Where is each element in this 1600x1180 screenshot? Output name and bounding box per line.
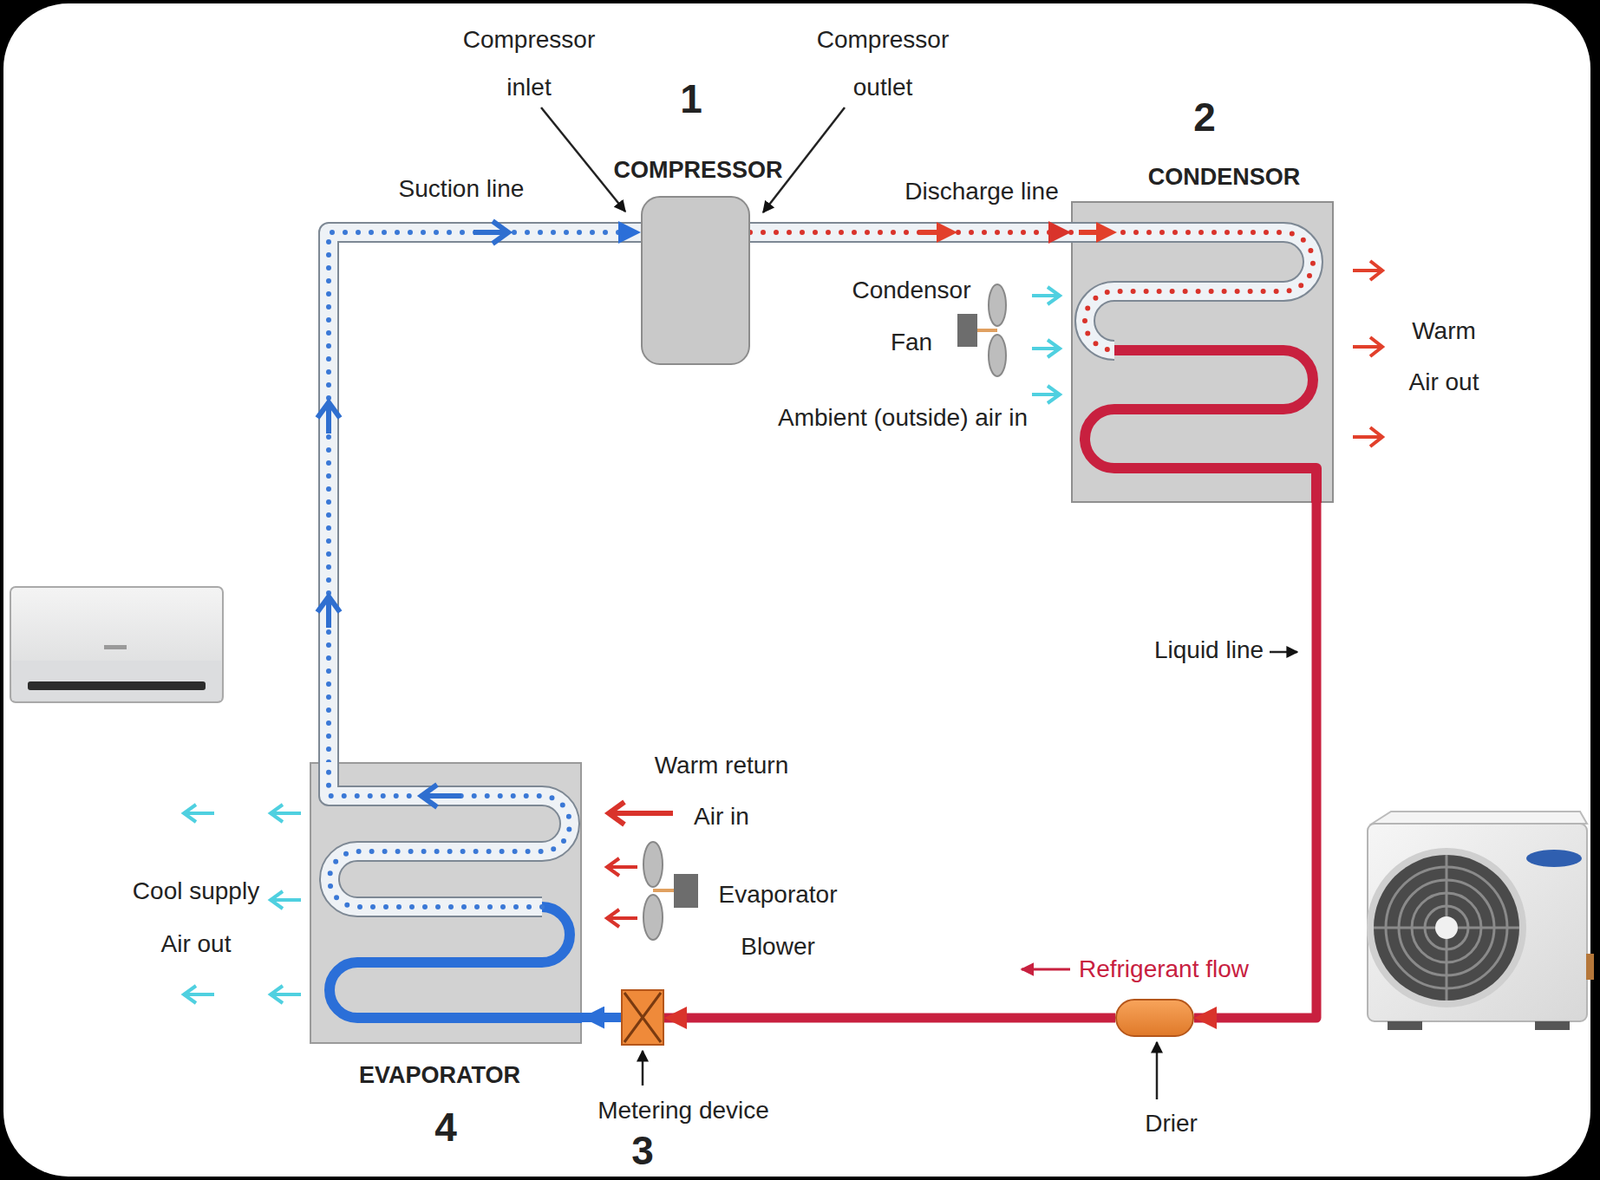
warm-air-arrows: [1352, 261, 1383, 447]
evaporator-blower-symbol: [643, 842, 699, 941]
line-label: Refrigerant flow: [1078, 954, 1249, 985]
refrigerant-line: [1194, 502, 1317, 1019]
component-name: CONDENSOR: [1148, 163, 1301, 191]
pipe-outline: [750, 222, 1072, 243]
drier-capsule: Drier: [1115, 999, 1195, 1038]
line-label: Suction line: [398, 174, 525, 204]
refrigerant-pipe: [1194, 502, 1317, 1019]
evaporator-box: EVAPORATOR: [309, 762, 582, 1045]
refrigerant-line: [664, 1018, 1116, 1019]
airflow-label: Ambient (outside) air in: [764, 391, 1042, 445]
ambient-air-arrows: [1031, 287, 1060, 404]
refrigerant-pipe: [328, 232, 641, 763]
pipe-body: [750, 223, 1072, 242]
outdoor-unit-illustration: [1366, 811, 1594, 1031]
refrigerant-pipe: [664, 1013, 1116, 1024]
airflow-label: Warm return Air in: [646, 739, 798, 843]
callout-number: 1: [665, 74, 718, 124]
condenser-coil: [1071, 232, 1317, 503]
component-name: EVAPORATOR: [359, 1061, 521, 1090]
refrigerant-line: [581, 1017, 621, 1019]
refrigerant-pipe: [750, 229, 1072, 236]
refrigerant-line: [328, 232, 641, 763]
callout-number: 3: [616, 1126, 669, 1176]
condenser-box: CONDENSOR: [1071, 201, 1334, 503]
part-label: Condensor Fan: [842, 264, 981, 369]
pipe-body: [328, 232, 641, 763]
panel: [3, 3, 1591, 1177]
refrigerant-pipe: [581, 1012, 621, 1023]
leader-lines: [541, 107, 1298, 1100]
part-label: Evaporator Blower: [711, 868, 846, 974]
line-label: Discharge line: [904, 176, 1058, 207]
indoor-unit-illustration: [10, 587, 223, 703]
callout-number: 2: [1178, 92, 1231, 142]
pipe-outline: [328, 232, 641, 763]
flow-arrows: [317, 221, 1117, 808]
metering-device-box: Metering device: [620, 989, 665, 1046]
evaporator-coil: [328, 762, 582, 1019]
airflow-label: Warm Air out: [1396, 305, 1492, 408]
component-name: COMPRESSOR: [613, 156, 783, 184]
refrigerant-line: [750, 232, 1072, 234]
compressor-box: COMPRESSOR: [640, 195, 751, 366]
airflow-label: Cool supply Air out: [124, 864, 268, 971]
line-label: Liquid line: [1154, 635, 1264, 666]
component-name: Drier: [1144, 1109, 1198, 1139]
part-label: Compressor outlet: [804, 15, 961, 112]
callout-number: 4: [419, 1103, 472, 1152]
metering-cross-symbol: [622, 991, 663, 1045]
return-air-arrows: [607, 802, 673, 928]
component-name: Metering device: [597, 1096, 770, 1126]
part-label: Compressor inlet: [450, 15, 608, 112]
